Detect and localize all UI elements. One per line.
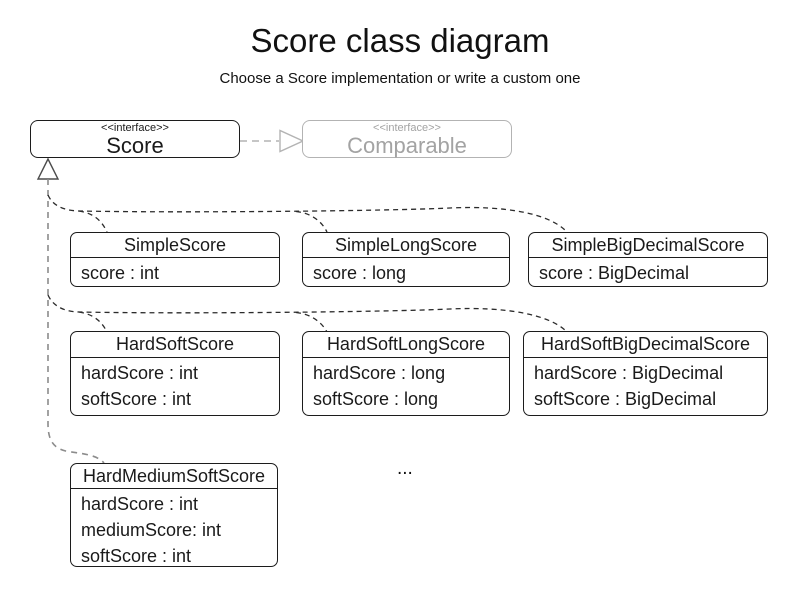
class-hardsoftbigdecimalscore: HardSoftBigDecimalScore hardScore : BigD… <box>523 331 768 416</box>
trunk-line-hardmediumsoftscore <box>47 179 105 464</box>
class-attributes: hardScore : int mediumScore: int softSco… <box>71 489 277 566</box>
page-subtitle: Choose a Score implementation or write a… <box>219 70 581 87</box>
class-hardsoftlongscore: HardSoftLongScore hardScore : long softS… <box>302 331 510 416</box>
branch-line-row2 <box>47 294 567 332</box>
class-name: SimpleLongScore <box>303 233 509 258</box>
comparable-hollow-arrowhead-icon <box>279 129 305 153</box>
interface-score: <<interface>> Score <box>30 120 240 158</box>
class-attributes: score : int <box>71 258 279 286</box>
class-attributes: hardScore : long softScore : long <box>303 358 509 412</box>
class-hardsoftscore: HardSoftScore hardScore : int softScore … <box>70 331 280 416</box>
class-simplescore: SimpleScore score : int <box>70 232 280 287</box>
attribute: hardScore : int <box>81 494 199 514</box>
attribute: hardScore : long <box>313 363 446 383</box>
class-name: HardSoftBigDecimalScore <box>524 332 767 358</box>
attribute: score : long <box>313 263 407 283</box>
score-stereotype: <<interface>> <box>101 121 169 134</box>
attribute: softScore : BigDecimal <box>534 389 717 409</box>
class-name: HardSoftScore <box>71 332 279 358</box>
class-simplelongscore: SimpleLongScore score : long <box>302 232 510 287</box>
class-hardmediumsoftscore: HardMediumSoftScore hardScore : int medi… <box>70 463 278 567</box>
comparable-name: Comparable <box>347 132 467 158</box>
class-name: SimpleScore <box>71 233 279 258</box>
interface-comparable: <<interface>> Comparable <box>302 120 512 158</box>
drop-line-simplescore <box>78 210 108 233</box>
attribute: score : BigDecimal <box>539 263 690 283</box>
score-hollow-arrowhead-icon <box>36 157 60 180</box>
class-name: HardMediumSoftScore <box>71 464 277 489</box>
class-attributes: score : long <box>303 258 509 286</box>
attribute: score : int <box>81 263 160 283</box>
score-name: Score <box>106 132 164 158</box>
class-name: HardSoftLongScore <box>303 332 509 358</box>
page-title: Score class diagram <box>250 22 550 59</box>
attribute: softScore : long <box>313 389 439 409</box>
class-name: SimpleBigDecimalScore <box>529 233 767 258</box>
attribute: softScore : int <box>81 546 192 566</box>
attribute: hardScore : BigDecimal <box>534 363 724 383</box>
class-attributes: hardScore : BigDecimal softScore : BigDe… <box>524 358 767 412</box>
attribute: mediumScore: int <box>81 520 222 540</box>
more-implementations-ellipsis: ... <box>397 458 413 479</box>
class-simplebigdecimalscore: SimpleBigDecimalScore score : BigDecimal <box>528 232 768 287</box>
class-attributes: hardScore : int softScore : int <box>71 358 279 412</box>
drop-line-simplelongscore <box>295 210 328 233</box>
branch-line-row1 <box>47 194 567 232</box>
drop-line-hardsoftlongscore <box>295 311 328 333</box>
attribute: hardScore : int <box>81 363 199 383</box>
attribute: softScore : int <box>81 389 192 409</box>
comparable-stereotype: <<interface>> <box>373 121 441 134</box>
drop-line-hardsoftscore <box>78 311 108 333</box>
class-attributes: score : BigDecimal <box>529 258 767 286</box>
